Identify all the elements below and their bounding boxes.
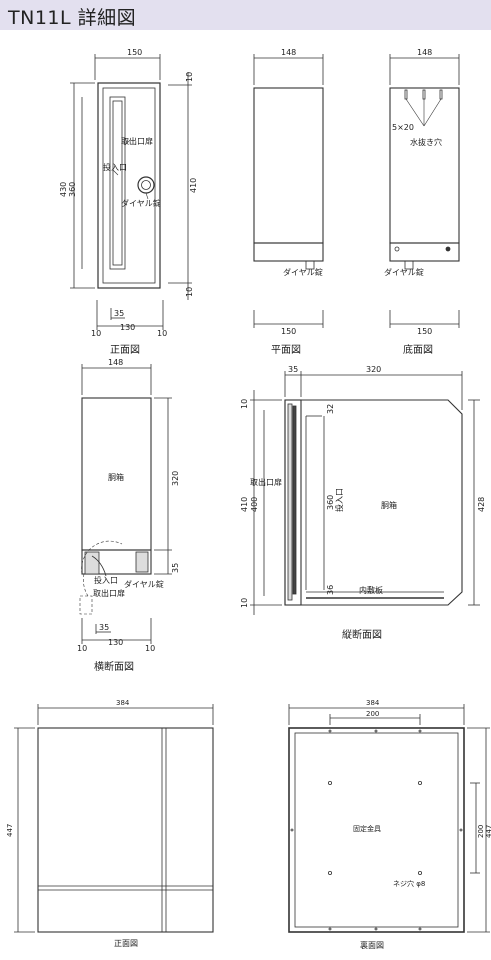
dim-hx-slot: 35 [99,623,109,632]
dim-hx-side-l: 10 [77,644,87,653]
dim-hx-320: 320 [171,471,180,486]
caption-top: 平面図 [271,344,301,356]
label-panel-back-bracket: 固定金具 [353,824,381,833]
label-vx-plate: 内敷板 [359,585,383,595]
dim-panel-back-inner-h: 200 [477,825,485,838]
technical-drawing: 150 10 410 10 430 360 35 130 10 10 取出口扉 … [6,48,491,950]
dim-front-410: 410 [189,178,198,193]
dim-front-360: 360 [68,182,77,197]
dim-hx-148: 148 [108,358,123,367]
dim-front-side-l: 10 [91,329,101,338]
panel-back-view: 384 200 200 447 固定金具 ネジ穴 φ8 裏面図 [288,699,491,950]
dim-panel-back-height: 447 [485,825,491,838]
label-front-slot: 投入口 [103,162,127,172]
dim-vx-32: 32 [326,404,335,414]
dim-vx-320: 320 [366,365,381,374]
label-hx-door: 取出口扉 [93,588,125,598]
caption-bottom: 底面図 [403,343,433,356]
label-vx-body: 胴箱 [381,500,397,510]
cross-section-vertical: 35 320 10 410 400 10 32 360 36 428 取出口扉 … [240,365,486,641]
label-vx-slot: 投入口 [334,488,344,512]
panel-front-view: 384 447 正面図 [6,699,214,948]
dim-vx-36: 36 [326,585,335,595]
dim-panel-back-inner: 200 [366,710,379,718]
label-hx-body: 胴箱 [108,472,124,482]
dim-bottom-drain: 5×20 [392,123,414,132]
dim-vx-top: 10 [240,399,249,409]
label-front-lock: ダイヤル錠 [121,198,161,208]
dim-vx-bottom: 10 [240,598,249,608]
dim-front-width: 150 [127,48,142,57]
caption-front: 正面図 [110,344,140,356]
caption-vx: 縦断面図 [342,628,382,641]
caption-panel-front: 正面図 [114,939,138,948]
page-title: TN11L 詳細図 [8,7,137,29]
label-vx-door: 取出口扉 [250,477,282,487]
dim-vx-410: 410 [240,497,249,512]
dim-front-top: 10 [185,72,194,82]
label-top-lock: ダイヤル錠 [283,267,323,277]
label-hx-lock: ダイヤル錠 [124,579,164,589]
label-bottom-lock: ダイヤル錠 [384,267,424,277]
dim-panel-front-height: 447 [6,824,14,837]
caption-panel-back: 裏面図 [360,940,384,950]
dim-vx-400: 400 [250,497,259,512]
dim-bottom-150: 150 [417,327,432,336]
label-panel-back-screw: ネジ穴 φ8 [393,879,425,888]
dim-hx-130: 130 [108,638,123,647]
dim-top-150: 150 [281,327,296,336]
dim-bottom-148: 148 [417,48,432,57]
dim-vx-35: 35 [288,365,298,374]
dim-front-bottom: 10 [185,287,194,297]
cross-section-horizontal: 148 320 35 胴箱 投入口 ダイヤル錠 取出口扉 35 130 10 1… [77,358,180,673]
title-bar: TN11L 詳細図 [0,0,491,30]
label-hx-slot: 投入口 [94,575,118,585]
dim-top-148: 148 [281,48,296,57]
dim-hx-35: 35 [171,563,180,573]
dim-vx-360: 360 [326,495,335,510]
label-bottom-drain: 水抜き穴 [410,137,442,147]
bottom-view: 148 5×20 水抜き穴 ダイヤル錠 150 底面図 [384,48,460,356]
front-view: 150 10 410 10 430 360 35 130 10 10 取出口扉 … [59,48,198,356]
dim-panel-front-width: 384 [116,699,130,707]
dim-panel-back-width: 384 [366,699,380,707]
dim-front-35: 35 [114,309,124,318]
label-front-door: 取出口扉 [121,136,153,146]
top-view: 148 150 ダイヤル錠 平面図 [253,48,324,356]
caption-hx: 横断面図 [94,660,134,673]
dim-vx-428: 428 [477,497,486,512]
dim-front-side-r: 10 [157,329,167,338]
dim-front-130: 130 [120,323,135,332]
dim-front-430: 430 [59,182,68,197]
dim-hx-side-r: 10 [145,644,155,653]
